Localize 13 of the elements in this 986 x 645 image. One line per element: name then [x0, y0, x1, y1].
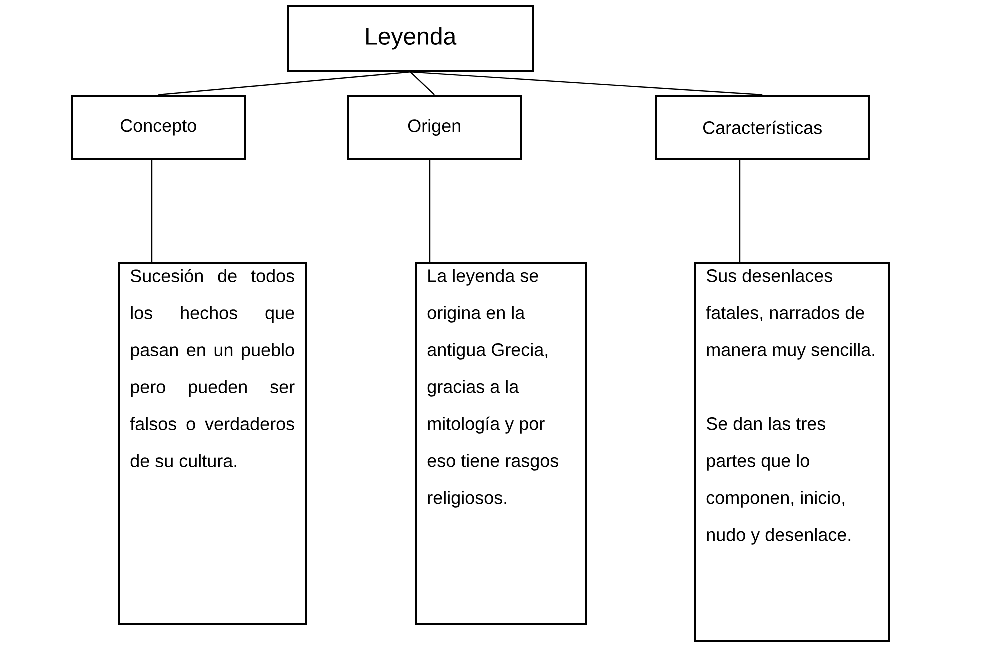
title-box: Leyenda	[287, 5, 534, 72]
description-box: Sucesión de todos los hechos que pasan en un pueblo pero pueden ser falsos o verdaderos de su cultura.	[118, 262, 308, 626]
description-box: Sus desenlaces fatales, narrados de manera muy sencilla. Se dan las tres partes que lo componen, inicio, nudo y desenlace.	[694, 262, 890, 642]
category-box: Origen	[347, 95, 522, 160]
connector-line	[429, 160, 431, 262]
category-box: Concepto	[71, 95, 246, 160]
connector-line	[410, 72, 763, 96]
description-box: La leyenda se origina en la antigua Grecia, gracias a la mitología y por eso tiene rasgos religiosos.	[415, 262, 588, 626]
connector-line	[151, 160, 153, 262]
connector-line	[739, 160, 741, 262]
connector-line	[410, 72, 436, 96]
category-box: Características	[655, 95, 870, 160]
connector-line	[158, 72, 411, 96]
